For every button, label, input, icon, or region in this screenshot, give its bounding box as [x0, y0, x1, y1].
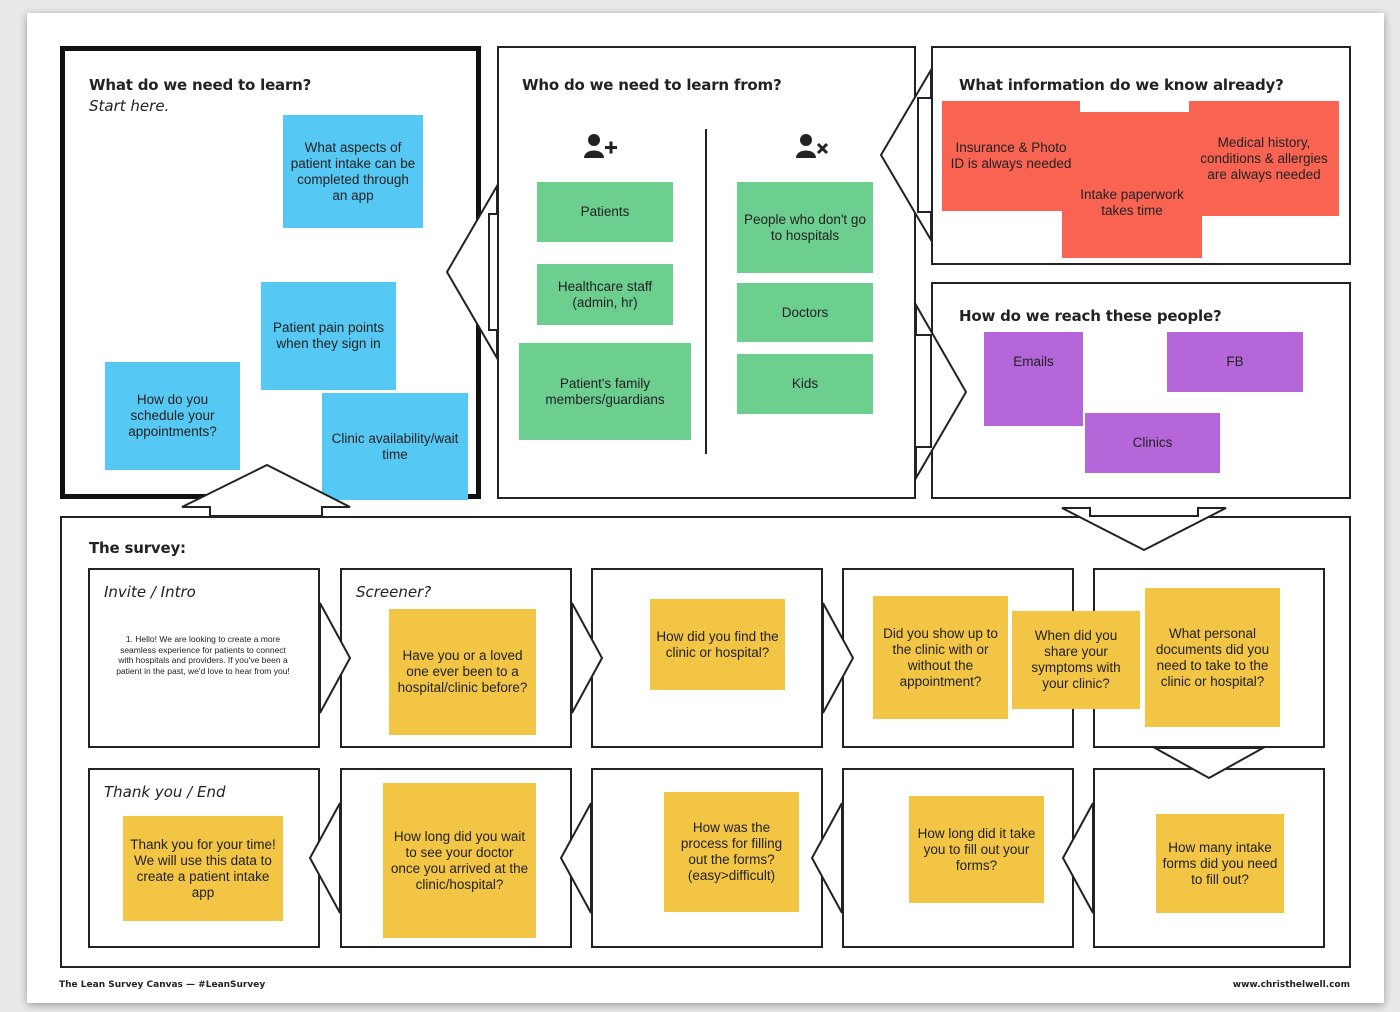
survey-question-note: How long did it take you to fill out you…: [909, 796, 1044, 903]
survey-card-invite: [88, 568, 320, 748]
known-note: Medical history, conditions & allergies …: [1189, 101, 1339, 216]
who-include-note: Patient's family members/guardians: [519, 343, 691, 440]
footer-left: The Lean Survey Canvas — #LeanSurvey: [59, 980, 266, 990]
known-note: Insurance & Photo ID is always needed: [942, 101, 1080, 211]
known-note: Intake paperwork takes time: [1062, 112, 1202, 258]
survey-question-note: How long did you wait to see your doctor…: [383, 783, 536, 938]
reach-title: How do we reach these people?: [959, 307, 1222, 325]
learn-note: How do you schedule your appointments?: [105, 362, 240, 470]
end-note: Thank you for your time! We will use thi…: [123, 816, 283, 921]
learn-title: What do we need to learn?: [89, 76, 312, 94]
reach-note: Emails: [984, 332, 1083, 426]
survey-question-note: How did you find the clinic or hospital?: [650, 599, 785, 690]
who-divider: [705, 129, 707, 454]
learn-note: Clinic availability/wait time: [322, 393, 468, 500]
reach-note: Clinics: [1085, 413, 1220, 473]
screener-note: Have you or a loved one ever been to a h…: [389, 609, 536, 735]
invite-text: 1. Hello! We are looking to create a mor…: [116, 634, 290, 676]
who-title: Who do we need to learn from?: [522, 76, 782, 94]
learn-subtitle: Start here.: [89, 97, 170, 115]
invite-title: Invite / Intro: [104, 583, 196, 601]
add-person-icon: [584, 133, 618, 164]
learn-note: Patient pain points when they sign in: [261, 282, 396, 390]
known-title: What information do we know already?: [959, 76, 1284, 94]
reach-note: FB: [1167, 332, 1303, 392]
who-exclude-note: People who don't go to hospitals: [737, 182, 873, 273]
survey-question-note: How many intake forms did you need to fi…: [1156, 814, 1284, 913]
end-title: Thank you / End: [104, 783, 226, 801]
who-exclude-note: Kids: [737, 354, 873, 414]
survey-title: The survey:: [89, 539, 186, 557]
survey-question-note: When did you share your symptoms with yo…: [1012, 611, 1140, 709]
screener-title: Screener?: [356, 583, 432, 601]
who-exclude-note: Doctors: [737, 283, 873, 342]
survey-question-note: How was the process for filling out the …: [664, 792, 799, 912]
survey-question-note: What personal documents did you need to …: [1145, 588, 1280, 727]
who-include-note: Healthcare staff (admin, hr): [537, 264, 673, 325]
remove-person-icon: [796, 133, 830, 164]
footer-right: www.christhelwell.com: [1232, 980, 1350, 990]
learn-note: What aspects of patient intake can be co…: [283, 115, 423, 228]
who-include-note: Patients: [537, 182, 673, 242]
survey-question-note: Did you show up to the clinic with or wi…: [873, 596, 1008, 719]
